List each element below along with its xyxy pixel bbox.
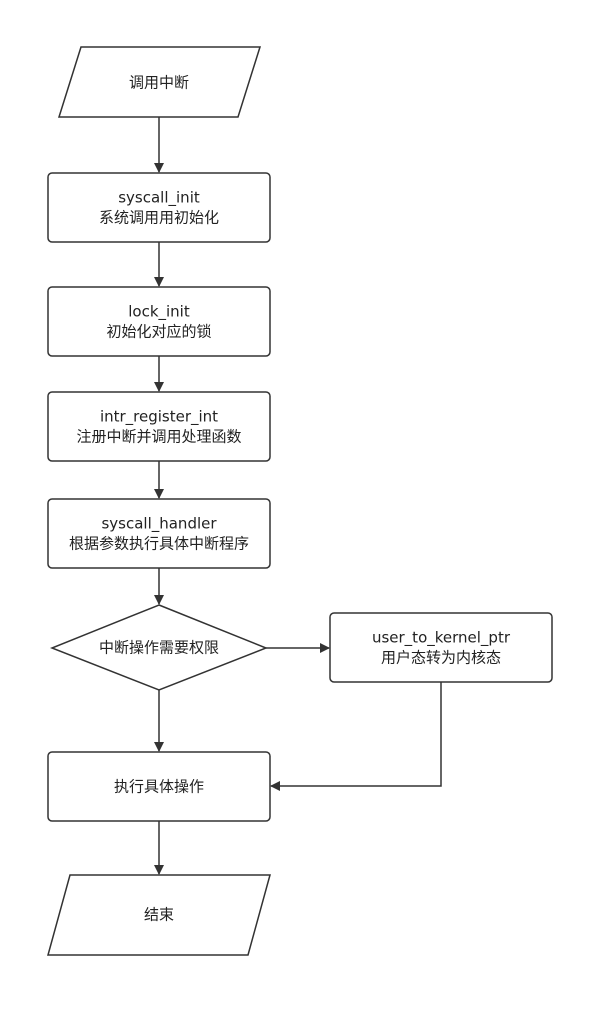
lock-init-desc: 初始化对应的锁 (106, 323, 211, 341)
node-execute: 执行具体操作 (47, 751, 271, 822)
syscall-handler-name: syscall_handler (101, 515, 217, 534)
start-label: 调用中断 (129, 74, 189, 92)
edges (154, 117, 442, 875)
end-label: 结束 (144, 906, 174, 924)
user-to-kernel-box (329, 612, 553, 683)
syscall-handler-desc: 根据参数执行具体中断程序 (69, 535, 249, 553)
intr-register-name: intr_register_int (100, 408, 218, 427)
start-shape (57, 46, 262, 118)
user-to-kernel-name: user_to_kernel_ptr (372, 629, 511, 648)
intr-register-box (47, 391, 271, 462)
node-syscall-handler: syscall_handler 根据参数执行具体中断程序 (47, 498, 271, 569)
node-lock-init: lock_init 初始化对应的锁 (47, 286, 271, 357)
decision-shape (49, 604, 269, 691)
lock-init-name: lock_init (128, 303, 190, 322)
end-shape (47, 874, 271, 956)
node-syscall-init: syscall_init 系统调用用初始化 (47, 172, 271, 243)
node-intr-register: intr_register_int 注册中断并调用处理函数 (47, 391, 271, 462)
lock-init-box (47, 286, 271, 357)
syscall-handler-box (47, 498, 271, 569)
execute-label: 执行具体操作 (114, 778, 204, 796)
user-to-kernel-desc: 用户态转为内核态 (381, 649, 501, 667)
node-user-to-kernel: user_to_kernel_ptr 用户态转为内核态 (329, 612, 553, 683)
syscall-init-desc: 系统调用用初始化 (99, 209, 219, 227)
execute-box (47, 751, 271, 822)
syscall-init-box (47, 172, 271, 243)
syscall-init-name: syscall_init (118, 189, 200, 208)
node-decision: 中断操作需要权限 (49, 604, 269, 691)
edge-user-to-kernel-to-execute (270, 682, 442, 791)
node-start: 调用中断 (57, 46, 262, 118)
intr-register-desc: 注册中断并调用处理函数 (76, 428, 241, 446)
node-end: 结束 (47, 874, 271, 956)
decision-label: 中断操作需要权限 (99, 639, 219, 657)
